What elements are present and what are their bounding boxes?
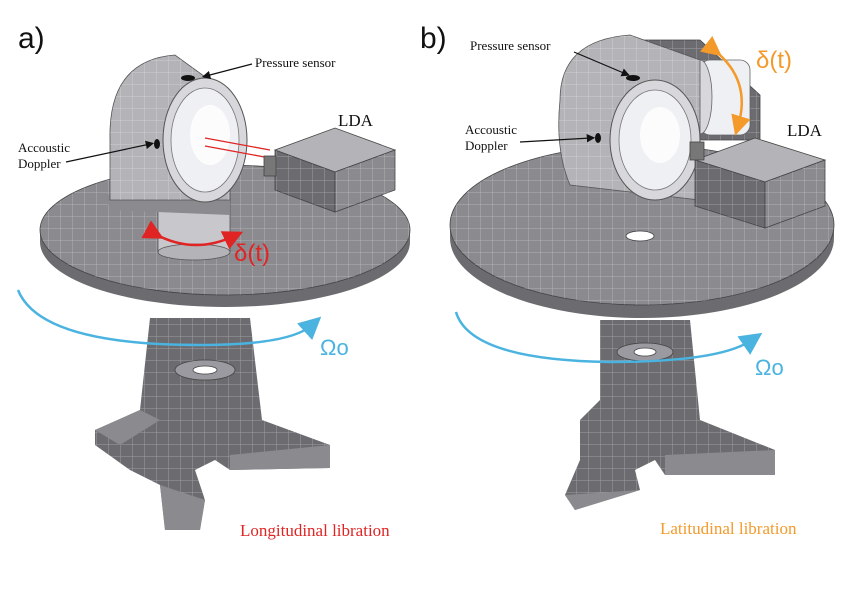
- panel-b-cavity: [558, 34, 701, 201]
- panel-a-laser: [204, 137, 271, 159]
- panel-a-lda-label: LDA: [338, 111, 374, 130]
- panel-a-acoustic-port: [154, 139, 160, 149]
- panel-a-acoustic-label-2: Doppler: [18, 156, 61, 171]
- panel-a-cavity: [105, 54, 248, 215]
- panel-b-libration-arrow: [699, 35, 751, 136]
- panel-b-acoustic-port: [595, 133, 601, 143]
- panel-a-omega-label: Ωo: [320, 335, 349, 360]
- panel-a-acoustic-leader: [65, 140, 155, 163]
- panel-b-lda-label: LDA: [787, 121, 823, 140]
- panel-b-acoustic-label-2: Doppler: [465, 138, 508, 153]
- panel-a-caption: Longitudinal libration: [240, 521, 390, 540]
- panel-b-rotation-arrow: [454, 311, 763, 364]
- panel-a-rotation-arrow: [16, 289, 322, 347]
- panel-b-caption: Latitudinal libration: [660, 519, 797, 538]
- panel-b-pressure-label: Pressure sensor: [470, 38, 551, 53]
- panel-b-pressure-port: [626, 75, 640, 81]
- panel-b-pressure-leader: [573, 51, 630, 77]
- panel-b-delta-label: δ(t): [756, 47, 792, 74]
- panel-a-lda-box: [263, 127, 397, 213]
- panel-b-acoustic-leader: [519, 134, 596, 143]
- panel-b: b): [420, 22, 835, 538]
- panel-a-libration-arrow: [141, 220, 244, 250]
- panel-a-pressure-leader: [201, 63, 253, 80]
- panel-b-acoustic-label-1: Accoustic: [465, 122, 517, 137]
- panel-a-stand: [95, 318, 330, 530]
- panel-b-stand: [565, 320, 775, 510]
- panel-a-pressure-port: [181, 75, 195, 81]
- panel-a-acoustic-label-1: Accoustic: [18, 140, 70, 155]
- panel-a-delta-label: δ(t): [234, 240, 270, 267]
- panel-a: a): [16, 22, 411, 540]
- panel-a-pressure-label: Pressure sensor: [255, 55, 336, 70]
- panel-b-letter: b): [420, 22, 447, 55]
- panel-a-letter: a): [18, 22, 45, 55]
- panel-b-lda-box: [689, 137, 827, 229]
- panel-b-omega-label: Ωo: [755, 355, 784, 380]
